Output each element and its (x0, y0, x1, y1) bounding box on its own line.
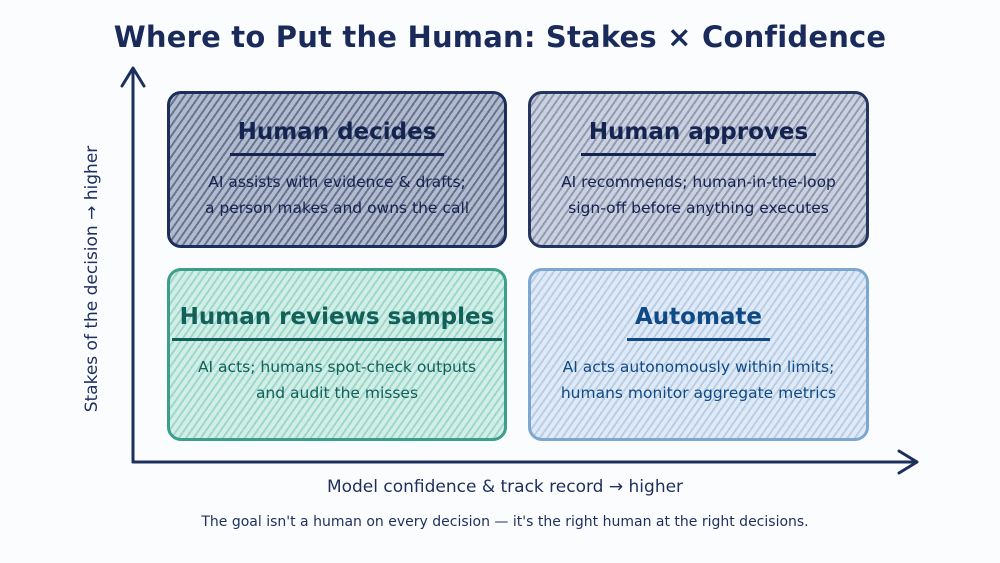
description-line: AI assists with evidence & drafts; (208, 172, 466, 191)
y-axis-label: Stakes of the decision → higher (82, 145, 102, 413)
description-line: a person makes and owns the call (204, 198, 470, 217)
quadrant-description: AI assists with evidence & drafts; a per… (205, 169, 469, 221)
description-line: AI acts; humans spot-check outputs (197, 357, 477, 376)
description-line: and audit the misses (255, 383, 419, 402)
footnote: The goal isn't a human on every decision… (201, 514, 809, 530)
x-axis-arrowhead (897, 449, 919, 475)
quadrant-description: AI acts autonomously within limits; huma… (561, 354, 836, 406)
x-axis-label: Model confidence & track record → higher (326, 477, 684, 497)
quadrant-description: AI recommends; human-in-the-loop sign-of… (561, 169, 836, 221)
y-axis-arrowhead (120, 66, 146, 88)
description-line: humans monitor aggregate metrics (560, 383, 837, 402)
quadrant-human-reviews-samples: Human reviews samples AI acts; humans sp… (167, 268, 507, 441)
description-line: AI recommends; human-in-the-loop (561, 172, 836, 191)
quadrant-title: Automate (626, 304, 771, 341)
quadrant-description: AI acts; humans spot-check outputs and a… (198, 354, 476, 406)
description-line: AI acts autonomously within limits; (562, 357, 835, 376)
diagram-title: Where to Put the Human: Stakes × Confide… (113, 20, 887, 54)
quadrant-title: Human approves (580, 119, 817, 156)
quadrant-human-approves: Human approves AI recommends; human-in-t… (528, 91, 869, 248)
quadrant-automate: Automate AI acts autonomously within lim… (528, 268, 869, 441)
quadrant-title: Human reviews samples (171, 304, 503, 341)
quadrant-title: Human decides (229, 119, 445, 156)
description-line: sign-off before anything executes (568, 198, 829, 217)
quadrant-human-decides: Human decides AI assists with evidence &… (167, 91, 507, 248)
